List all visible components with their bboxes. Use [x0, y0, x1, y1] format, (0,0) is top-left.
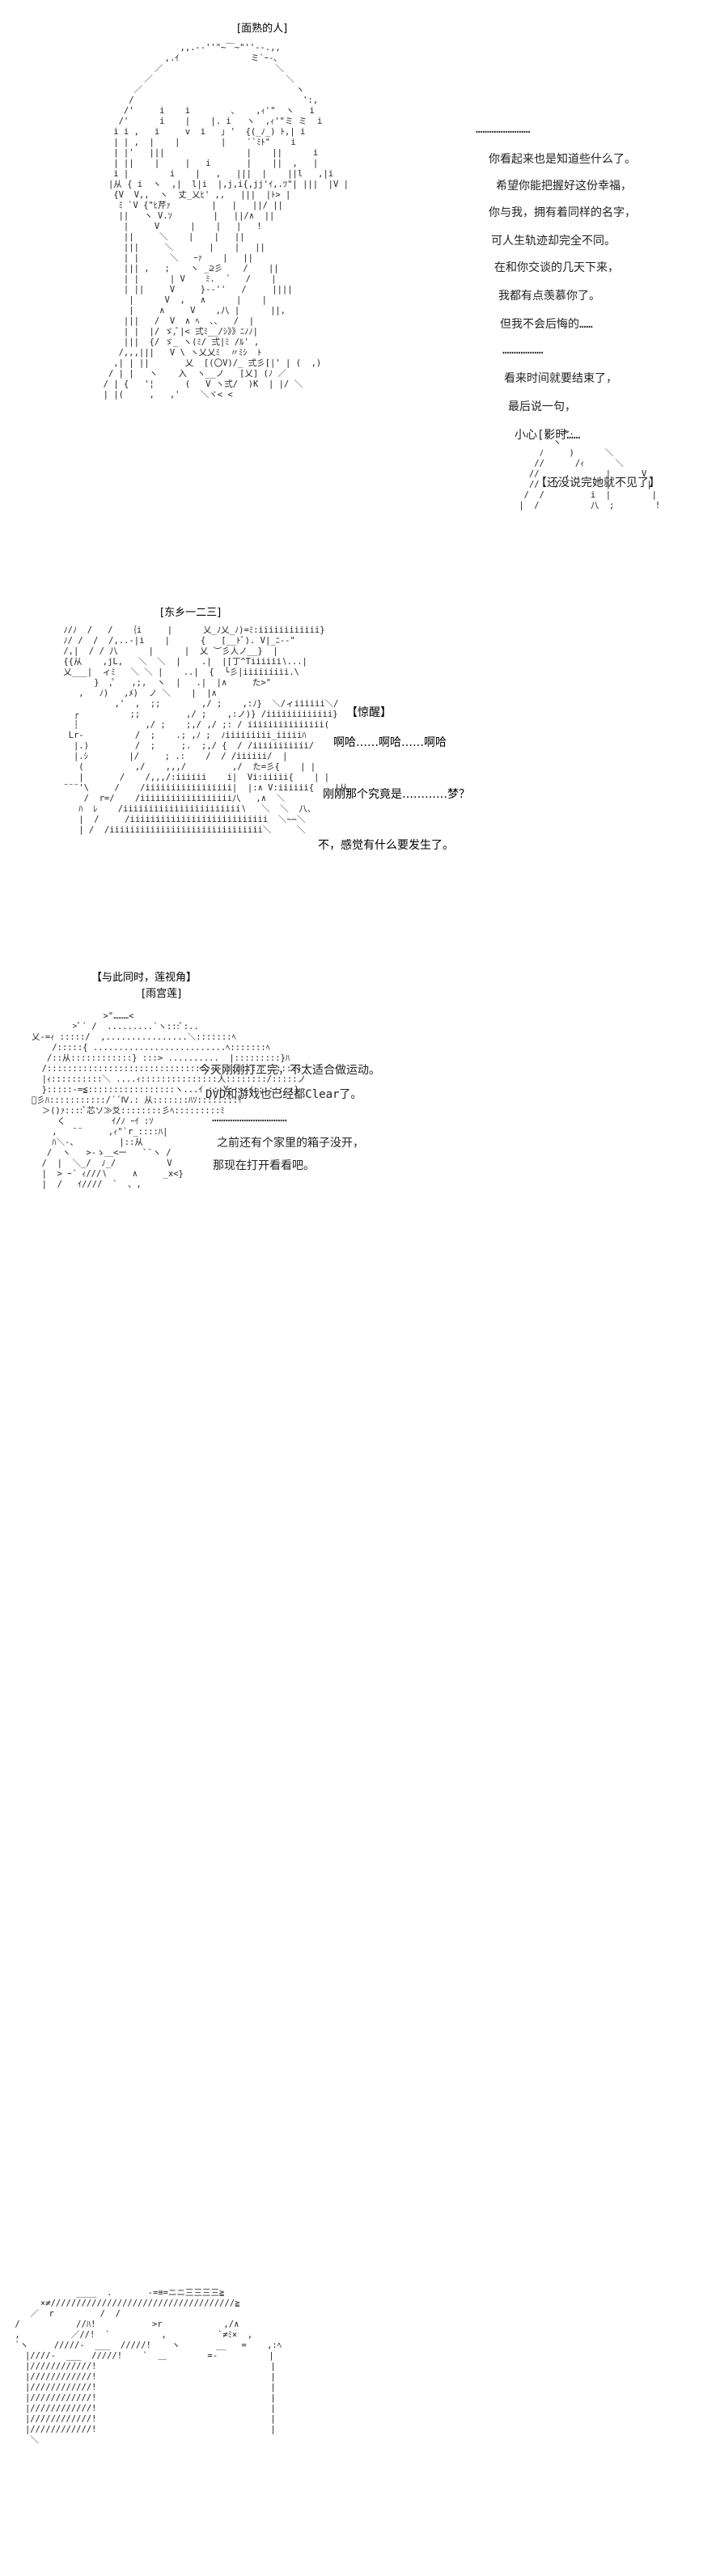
dialogue-line: 那现在打开看看吧。 [213, 1159, 315, 1172]
scene-4: ____ . -=≡=ニニ三三三三≧ ×≠///////////////////… [0, 2277, 720, 2576]
dialogue-line: …………………………… [212, 1112, 287, 1125]
dialogue-line: DVD和游戏也已经都Clear了。 [205, 1088, 362, 1101]
ascii-art-woman: ,,.-‐''"~￣~"''‐-.,, ,.ｲ ミ`ｰ-､ ／ ＼ ／ ＼ ／ … [93, 32, 661, 599]
dialogue-line: 你看起来也是知道些什么了。 [489, 153, 636, 166]
dialogue-line: 今天刚刚打工完，不太适合做运动。 [199, 1064, 380, 1077]
speaker-label: [东乡一二三] [160, 607, 222, 619]
dialogue-line: 小心[影时…… [515, 429, 581, 442]
dialogue-line: 希望你能把握好这份幸福， [496, 180, 632, 193]
dialogue-line: 你与我，拥有着同样的名字， [489, 206, 636, 219]
dialogue-line: 可人生轨迹却完全不同。 [491, 235, 616, 248]
speaker-label: [雨宫莲] [142, 988, 182, 1000]
dialogue-line: 【还没说完她就不见了】 [536, 477, 660, 489]
ascii-art-ren: >"………< >ﾞ´ / .........`ヽ:::ﾞ:.. 乂-=ｨ :::… [26, 1011, 380, 1189]
dialogue-line: 之前还有个家里的箱子没开， [217, 1137, 364, 1150]
scene-header: 【与此同时，莲视角】 [91, 972, 197, 984]
ascii-art-box: ____ . -=≡=ニニ三三三三≧ ×≠///////////////////… [15, 2288, 282, 2445]
stage-direction: 【惊醒】 [346, 706, 392, 719]
ascii-art-shoulder: ,..ﾆ>. ｀ヽ ﾉ ) ＼ // /ｨ ＼ // , | V // / | … [519, 427, 661, 511]
ascii-art-protagonist: ﾉ/ﾉ / / ｛i | 乂_ﾉ乂_ﾉ)=ﾐ:iiiiiiiiiiii} ﾉ/ … [63, 625, 349, 835]
dialogue-line: …………………… [476, 123, 531, 136]
dialogue-line: 我都有点羡慕你了。 [498, 290, 600, 303]
dialogue-line: 刚刚那个究竟是…………梦？ [323, 788, 470, 801]
speaker-label: [面熟的人] [237, 23, 288, 35]
dialogue-line: 但我不会后悔的…… [500, 318, 593, 331]
scene-1: [面熟的人] ,,.-‐''"~￣~"''‐-.,, ,.ｲ ミ`ｰ-､ ／ ＼… [0, 0, 720, 2445]
dialogue-line: ……………… [502, 344, 544, 357]
scene-3: 【与此同时，莲视角】 [雨宫莲] >"………< >ﾞ´ / .........`… [0, 967, 720, 2445]
dialogue-line: 在和你交谈的几天下来， [494, 261, 619, 274]
scene-2: [东乡一二三] ﾉ/ﾉ / / ｛i | 乂_ﾉ乂_ﾉ)=ﾐ:iiiiiiiii… [0, 599, 720, 898]
dialogue-line: 不，感觉有什么要发生了。 [318, 839, 454, 852]
dialogue-line: 最后说一句， [508, 400, 576, 413]
dialogue-line: 啊哈……啊哈……啊哈 [333, 736, 447, 749]
dialogue-line: 看来时间就要结束了， [504, 372, 617, 385]
